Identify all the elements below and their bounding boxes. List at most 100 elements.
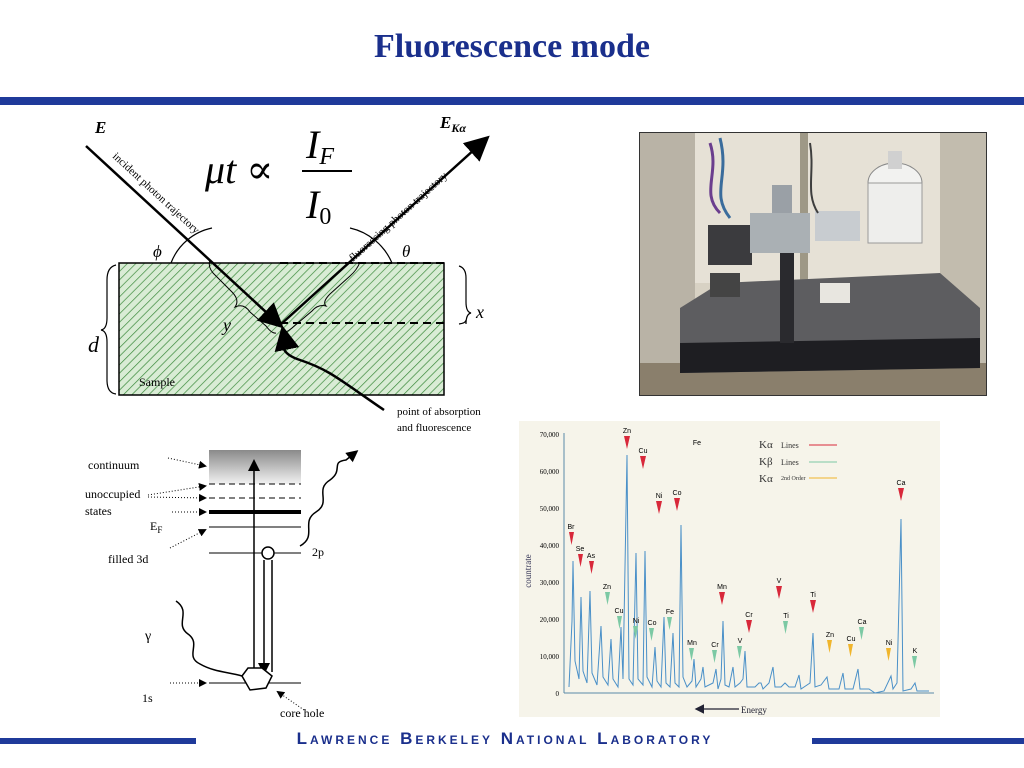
arrow-v (776, 586, 782, 599)
ytick-60000: 60,000 (540, 468, 560, 476)
peak-label-k: K (913, 648, 918, 655)
x-axis-label: Energy (741, 705, 767, 715)
peak-label-cu-kb: Cu (615, 608, 624, 615)
incident-energy-label: E (94, 118, 106, 137)
arrow-ni-kb (633, 626, 638, 639)
peak-label-zn-kb: Zn (603, 584, 611, 591)
x-depth-brace (458, 265, 472, 325)
ytick-20000: 20,000 (540, 616, 560, 624)
core-hole-shape (241, 667, 273, 691)
arrow-ca-kb (859, 627, 864, 640)
y-axis-label: countrate (523, 554, 533, 587)
peak-labels: Br Se As Zn Cu Zn Cu Ni Co Ni Co Fe Fe M… (568, 428, 918, 655)
continuum-band (209, 450, 301, 484)
geometry-diagram: E EKα incident photon trajectory fluores… (85, 113, 490, 434)
arrow-zn-kb (605, 592, 610, 605)
theta-angle-arc (349, 227, 393, 264)
arrow-k (912, 656, 917, 669)
arrow-zn (624, 436, 630, 449)
fermi-label: EF (150, 519, 162, 535)
filled-3d-pointer (169, 529, 207, 549)
legend-kb-text: Lines (781, 458, 799, 467)
arrow-as (589, 561, 594, 574)
peak-arrows (569, 436, 917, 669)
ytick-50000: 50,000 (540, 505, 560, 513)
incident-trajectory-label: incident photon trajectory (110, 150, 202, 236)
energy-level-diagram: continuum unoccupied states EF filled 3d… (85, 450, 359, 720)
beamline-setup-illustration (640, 133, 986, 395)
beamline-setup-photo (639, 132, 987, 396)
arrow-ti-kb (783, 621, 788, 634)
filled-3d-label: filled 3d (108, 552, 148, 566)
formula-denominator: I0 (305, 182, 331, 230)
arrow-cr-kb (712, 650, 717, 663)
absorption-point-pointer (274, 325, 385, 412)
arrow-cu (640, 456, 646, 469)
core-hole-pointer (276, 690, 305, 711)
y-label: y (221, 315, 231, 335)
peak-label-ca: Ca (897, 480, 906, 487)
2p-label: 2p (312, 545, 324, 559)
arrow-v-kb (737, 646, 742, 659)
peak-label-ti: Ti (810, 592, 816, 599)
ytick-70000: 70,000 (540, 431, 560, 439)
unoccupied-pointer-1 (147, 482, 207, 496)
d-label: d (88, 332, 100, 357)
peak-label-cr: Cr (745, 612, 753, 619)
peak-label-v-kb: V (738, 638, 743, 645)
ytick-30000: 30,000 (540, 579, 560, 587)
peak-label-ni-2nd: Ni (886, 640, 893, 647)
arrow-ca (898, 488, 904, 501)
d-thickness-brace (100, 264, 117, 395)
ytick-40000: 40,000 (540, 542, 560, 550)
continuum-pointer (167, 457, 207, 469)
peak-label-br: Br (568, 524, 576, 531)
theta-label: θ (402, 242, 410, 261)
core-hole-label: core hole (280, 706, 324, 720)
arrow-mn (719, 592, 725, 605)
arrow-ni (656, 501, 662, 514)
arrow-co-kb (649, 628, 654, 641)
peak-label-ca-kb: Ca (858, 619, 867, 626)
xrf-spectrum-chart: 70,000 60,000 50,000 40,000 30,000 20,00… (519, 421, 940, 717)
incoming-photon-wave (175, 600, 243, 677)
incident-path-brace (208, 259, 277, 334)
arrow-cu-kb (617, 616, 622, 629)
legend-ka2-text: 2nd Order (781, 476, 806, 482)
ytick-10000: 10,000 (540, 653, 560, 661)
gamma-label: γ (144, 629, 151, 644)
sample-label: Sample (139, 375, 175, 389)
spectrum-trace (568, 454, 929, 694)
peak-label-mn: Mn (717, 584, 727, 591)
legend-ka-text: Lines (781, 441, 799, 450)
page-title: Fluorescence mode (373, 28, 651, 65)
peak-label-ti-kb: Ti (783, 613, 789, 620)
legend-kb-symbol: Kβ (759, 456, 773, 468)
peak-label-ni-kb: Ni (633, 618, 640, 625)
arrow-co (674, 498, 680, 511)
ytick-0: 0 (556, 690, 560, 698)
legend-ka2-symbol: Kα (759, 473, 773, 485)
y-tick-labels: 70,000 60,000 50,000 40,000 30,000 20,00… (540, 431, 560, 698)
peak-label-as: As (587, 553, 596, 560)
peak-label-ni: Ni (656, 493, 663, 500)
phi-angle-arc (170, 227, 213, 264)
2p-hole (261, 546, 275, 560)
peak-label-v: V (777, 578, 782, 585)
fluor-trajectory-label: fluorescing photon trajectory (347, 170, 450, 265)
arrow-br (569, 532, 574, 545)
continuum-label: continuum (88, 458, 140, 472)
peak-label-zn-2nd: Zn (826, 632, 834, 639)
unoccupied-label-1: unoccupied (85, 487, 140, 501)
formula-numerator: IF (305, 122, 334, 170)
peak-label-cu: Cu (639, 448, 648, 455)
peak-label-fe: Fe (693, 440, 701, 447)
formula-lhs: μt ∝ (204, 147, 273, 192)
peak-label-zn: Zn (623, 428, 631, 435)
x-label: x (475, 302, 484, 322)
arrow-mn-kb (689, 648, 694, 661)
peak-label-mn-kb: Mn (687, 640, 697, 647)
point-label-line1: point of absorption (397, 406, 481, 418)
footer-lab-name: Lawrence Berkeley National Laboratory (296, 729, 714, 748)
